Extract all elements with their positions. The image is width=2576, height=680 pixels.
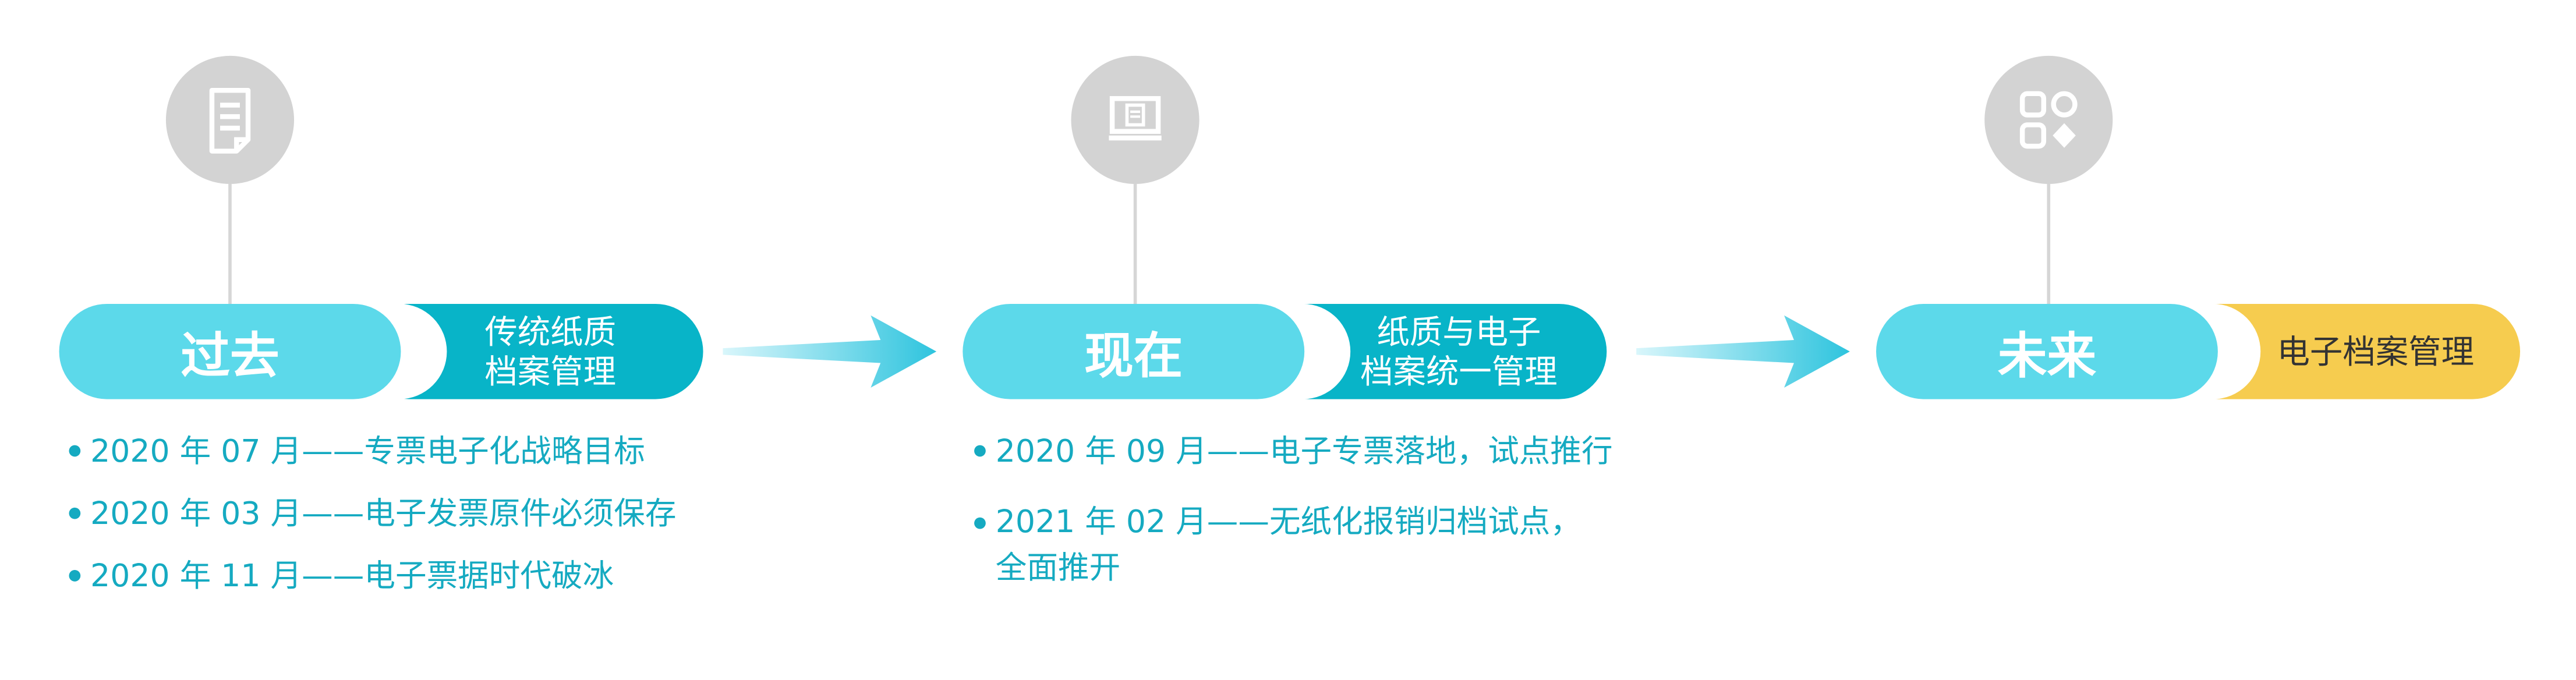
bullet-dot <box>69 445 81 457</box>
stage-future-title-pill: 未来 <box>1876 303 2218 399</box>
stage-future-icon-circle <box>1984 55 2113 184</box>
stage-present-title-pill: 现在 <box>963 303 1305 399</box>
stage-past-icon-circle <box>165 55 295 184</box>
bullet-item: 2020 年 11 月——电子票据时代破冰 <box>69 546 676 608</box>
bullet-dot <box>974 445 986 457</box>
stage-past-bullets: 2020 年 07 月——专票电子化战略目标 2020 年 03 月——电子发票… <box>69 420 676 608</box>
bullet-dot <box>69 570 81 582</box>
stage-past-title-pill: 过去 <box>59 303 401 399</box>
stage-present-icon-circle <box>1071 55 1199 184</box>
bullet-text: 2020 年 11 月——电子票据时代破冰 <box>90 558 614 595</box>
monitor-document-icon <box>1109 96 1162 141</box>
bullet-item: 2020 年 03 月——电子发票原件必须保存 <box>69 483 676 545</box>
bullet-text: 2021 年 02 月——无纸化报销归档试点， 全面推开 <box>995 504 1582 587</box>
bullet-dot <box>974 517 986 529</box>
arrow-present-to-future <box>1636 315 1850 388</box>
stage-past-connector <box>228 183 232 306</box>
bullet-dot <box>69 507 81 519</box>
stage-present-description-text: 纸质与电子 档案统一管理 <box>1360 312 1558 391</box>
bullet-item: 2020 年 09 月——电子专票落地，试点推行 <box>974 420 1613 483</box>
stage-future-description-text: 电子档案管理 <box>2277 331 2475 371</box>
bullet-item: 2021 年 02 月——无纸化报销归档试点， 全面推开 <box>974 500 1613 592</box>
document-icon <box>209 87 251 154</box>
bullet-text: 2020 年 03 月——电子发票原件必须保存 <box>90 496 677 533</box>
stage-future-connector <box>2047 183 2051 306</box>
arrow-past-to-present <box>723 315 937 388</box>
stage-present-connector <box>1133 183 1137 306</box>
stage-past-title: 过去 <box>181 328 279 387</box>
bullet-item: 2020 年 07 月——专票电子化战略目标 <box>69 420 676 483</box>
stage-future-title: 未来 <box>1997 328 2097 387</box>
stage-past-description-text: 传统纸质 档案管理 <box>484 312 617 391</box>
bullet-text: 2020 年 09 月——电子专票落地，试点推行 <box>995 433 1613 470</box>
stage-present-bullets: 2020 年 09 月——电子专票落地，试点推行 2021 年 02 月——无纸… <box>974 420 1613 591</box>
apps-grid-icon <box>2019 91 2078 149</box>
stage-present-title: 现在 <box>1084 328 1183 387</box>
bullet-text: 2020 年 07 月——专票电子化战略目标 <box>90 433 645 470</box>
